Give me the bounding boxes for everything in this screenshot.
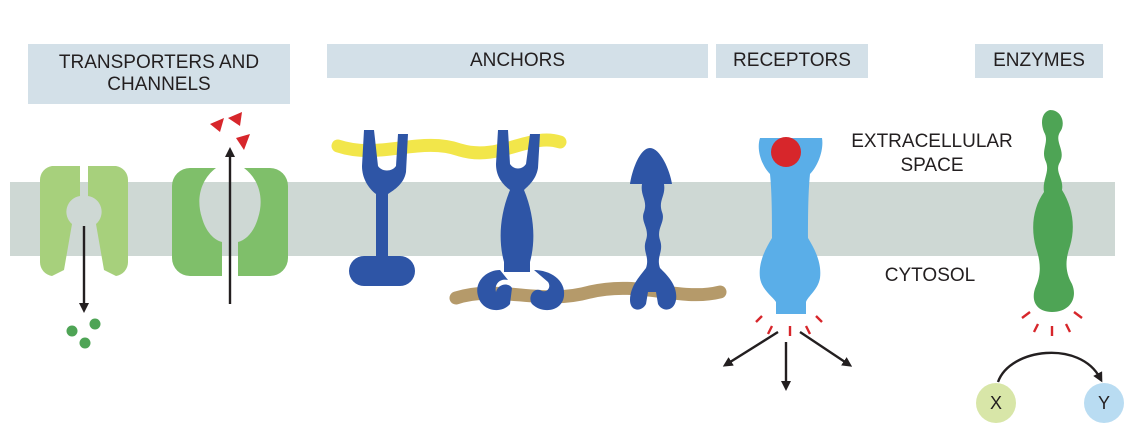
header-receptors-label: RECEPTORS [733, 50, 851, 71]
header-transporters-channels: TRANSPORTERS AND CHANNELS [28, 44, 290, 104]
transported-solute-dot [66, 325, 78, 337]
transported-solute-triangle [210, 118, 224, 132]
cytosol-label: CYTOSOL [860, 264, 1000, 288]
anchor-protein-1 [349, 130, 415, 286]
anchor-proteins [331, 130, 727, 311]
substrate-x-label: X [989, 392, 1002, 413]
substrate-x-circle: X [976, 383, 1016, 423]
receptor-signal-rays [755, 315, 823, 336]
receptor-protein [722, 137, 853, 391]
transporter-channel [39, 166, 129, 349]
transporter-carrier [172, 112, 288, 304]
header-transporters-line1: TRANSPORTERS AND [58, 52, 260, 73]
anchor-protein-2 [477, 130, 565, 311]
extracellular-line1: EXTRACELLULAR [851, 131, 1013, 152]
product-y-circle: Y [1084, 383, 1124, 423]
enzyme-signal-rays [1021, 311, 1083, 336]
header-enzymes: ENZYMES [975, 44, 1103, 78]
enzyme-protein [996, 110, 1103, 383]
extracellular-space-label: EXTRACELLULAR SPACE [832, 130, 1032, 178]
cytosol-text: CYTOSOL [884, 265, 976, 286]
product-y-label: Y [1097, 392, 1110, 413]
ligand-red-circle [771, 137, 801, 167]
transported-solute-dot [89, 318, 101, 330]
header-anchors-label: ANCHORS [469, 50, 565, 71]
transported-solute-triangle [228, 112, 242, 126]
transported-solute-dot [79, 337, 91, 349]
anchor-protein-3 [630, 148, 677, 310]
extracellular-line2: SPACE [900, 155, 964, 176]
header-enzymes-label: ENZYMES [993, 50, 1085, 71]
reaction-arrow [996, 351, 1103, 383]
transported-solute-triangle [236, 134, 250, 150]
header-anchors: ANCHORS [327, 44, 708, 78]
header-transporters-line2: CHANNELS [107, 74, 211, 95]
header-receptors: RECEPTORS [716, 44, 868, 78]
